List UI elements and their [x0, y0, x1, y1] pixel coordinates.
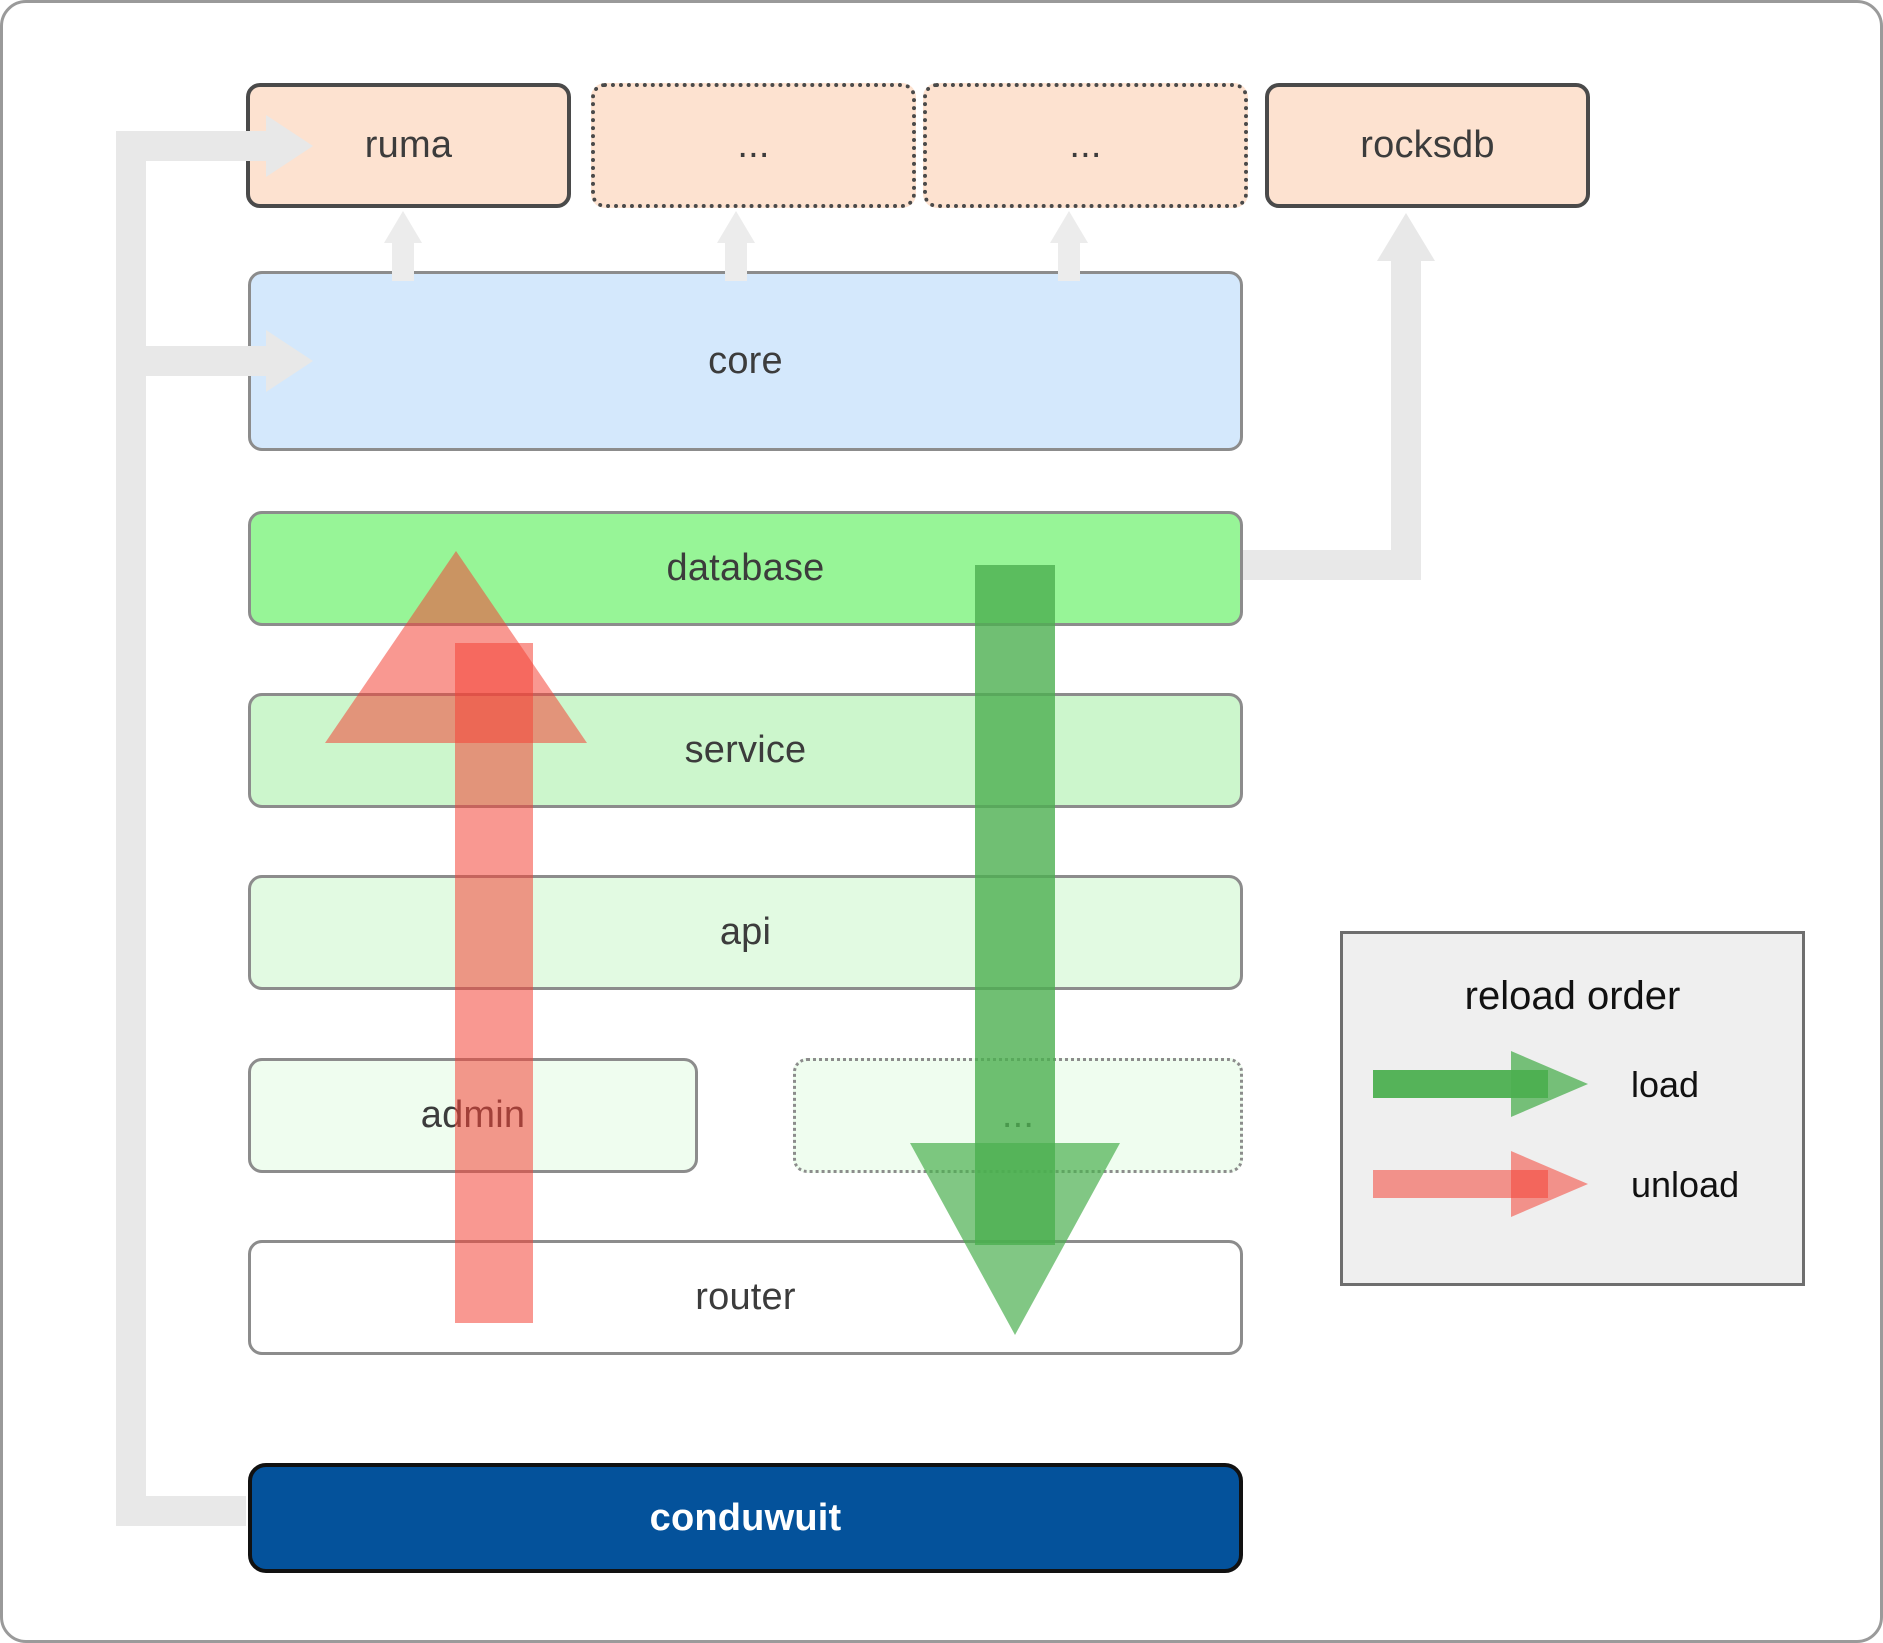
dependency-box-rocksdb[interactable]: rocksdb [1265, 83, 1590, 208]
application-box-conduwuit[interactable]: conduwuit [248, 1463, 1243, 1573]
dependency-box-ruma[interactable]: ruma [246, 83, 571, 208]
dependency-label: rocksdb [1360, 124, 1495, 166]
legend-panel: reload order load unload [1340, 931, 1805, 1286]
reload-order-arrows-layer [325, 551, 1120, 1335]
layer-label: api [719, 911, 772, 953]
layer-box-database[interactable]: database [248, 511, 1243, 626]
layer-label: core [708, 339, 783, 382]
dependency-box-other-2[interactable]: ... [923, 83, 1248, 208]
layer-label: service [684, 729, 807, 771]
database-to-rocksdb-connector [1243, 213, 1435, 580]
legend-title: reload order [1464, 974, 1681, 1018]
connector-arrows-layer [116, 115, 1435, 1526]
dependency-label: ... [737, 124, 770, 166]
legend-label-load: load [1631, 1064, 1700, 1105]
layer-label: database [666, 547, 825, 589]
dependency-label: ... [1069, 124, 1102, 166]
application-label: conduwuit [649, 1496, 842, 1539]
layer-box-admin[interactable]: admin [248, 1058, 698, 1173]
layer-label: router [695, 1276, 796, 1318]
layer-box-other[interactable]: ... [793, 1058, 1243, 1173]
layer-box-router[interactable]: router [248, 1240, 1243, 1355]
legend-load-arrow [1373, 1051, 1588, 1117]
legend-arrow-swatches [1373, 1051, 1588, 1217]
layer-box-service[interactable]: service [248, 693, 1243, 808]
dependency-box-other-1[interactable]: ... [591, 83, 916, 208]
legend-label-unload: unload [1631, 1164, 1740, 1205]
layer-box-api[interactable]: api [248, 875, 1243, 990]
dependency-label: ruma [364, 124, 453, 166]
legend-unload-arrow [1373, 1151, 1588, 1217]
layer-label: admin [420, 1094, 526, 1136]
layer-box-core[interactable]: core [248, 271, 1243, 451]
layer-label: ... [1001, 1094, 1035, 1136]
